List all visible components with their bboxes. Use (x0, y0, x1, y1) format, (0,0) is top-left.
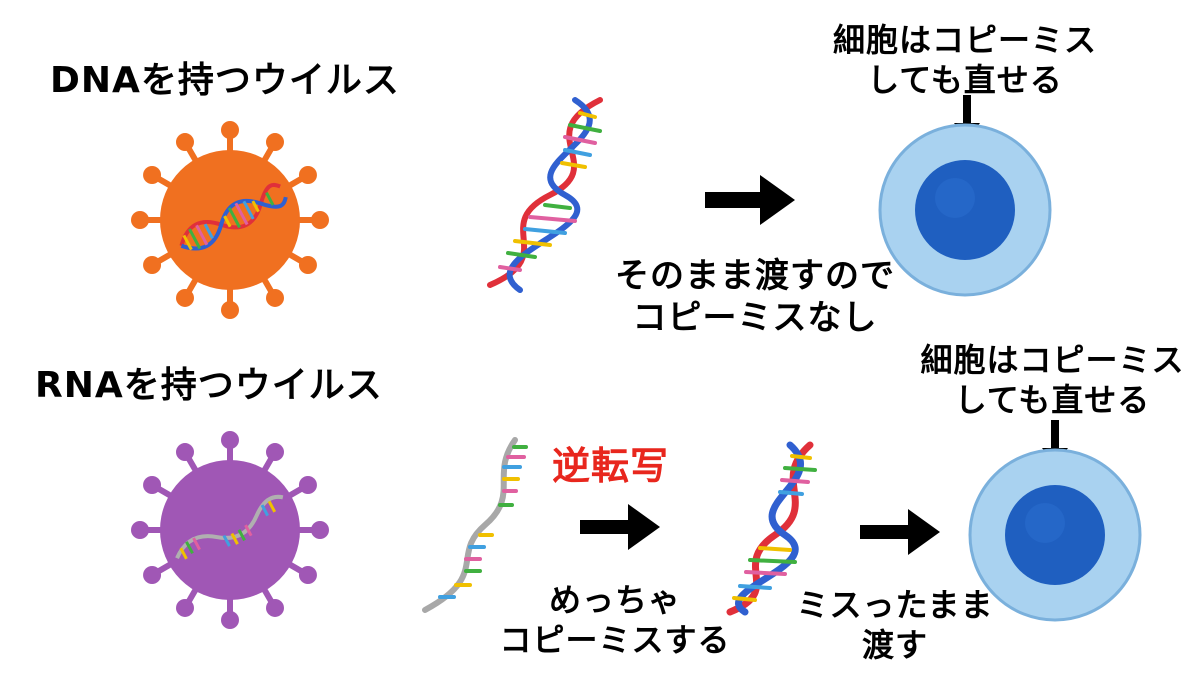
virus-spike-tip (176, 443, 194, 462)
rna-virus-title: RNAを持つウイルス (35, 365, 383, 406)
virus-spike-tip (298, 256, 317, 274)
dna-virus-title: DNAを持つウイルス (50, 60, 400, 101)
rna-cell-note-line2: しても直せる (954, 381, 1151, 419)
mutated-dna-helix-icon (726, 441, 817, 616)
virus-dna-helix (179, 182, 288, 251)
mistake-caption-line2: 渡す (861, 626, 928, 664)
cell-icon (878, 123, 1052, 297)
virus-spike-tip (143, 166, 162, 184)
dna-caption-line2: コピーミスなし (632, 298, 878, 338)
dna-virus-icon (131, 121, 329, 319)
virus-spike-tip (221, 121, 239, 139)
dna-cell-note-line1: 細胞はコピーミス (832, 21, 1097, 59)
rna-cell-note-line1: 細胞はコピーミス (920, 341, 1185, 379)
cell-icon (968, 448, 1142, 622)
dna-helix-icon (487, 97, 603, 293)
dna-helix (487, 97, 603, 293)
virus-spike-tip (221, 301, 239, 319)
arrow-right-icon (860, 509, 940, 555)
virus-spike-tip (143, 256, 162, 274)
mistake-caption-line1: ミスったまま (796, 586, 994, 624)
virus-spike-tip (221, 611, 239, 629)
virus-spike-tip (266, 288, 284, 307)
dna-cell-note: 細胞はコピーミス しても直せる (815, 20, 1115, 100)
virus-spike-tip (311, 521, 329, 539)
rna-caption: めっちゃ コピーミスする (495, 580, 735, 660)
virus-spike-tip (266, 133, 284, 152)
rna-strand-icon (422, 437, 528, 613)
virus-spike-tip (298, 476, 317, 494)
virus-spike-tip (176, 288, 194, 307)
rna-virus-icon (131, 431, 329, 629)
arrow-right-icon (705, 175, 795, 225)
virus-body (160, 150, 300, 290)
rna-caption-line1: めっちゃ (548, 581, 681, 619)
virus-rna-strand (175, 494, 284, 560)
rna-caption-line2: コピーミスする (499, 621, 731, 659)
virus-body (160, 460, 300, 600)
reverse-transcription-label: 逆転写 (552, 444, 670, 488)
virus-spike-tip (311, 211, 329, 229)
virus-spike-tip (298, 566, 317, 584)
dna-caption-line1: そのまま渡すので (615, 256, 895, 296)
virus-spike-tip (298, 166, 317, 184)
rna-cell-note: 細胞はコピーミス しても直せる (905, 340, 1200, 420)
virus-spike-tip (143, 566, 162, 584)
arrow-right-icon (580, 504, 660, 550)
dna-cell-note-line2: しても直せる (867, 61, 1063, 99)
dna-caption: そのまま渡すので コピーミスなし (610, 255, 900, 339)
virus-spike-tip (143, 476, 162, 494)
virus-spike-tip (176, 133, 194, 152)
virus-spike-tip (266, 443, 284, 462)
virus-spike-tip (221, 431, 239, 449)
virus-spike-tip (176, 598, 194, 617)
virus-spike-tip (266, 598, 284, 617)
virus-spike-tip (131, 211, 149, 229)
virus-spike-tip (131, 521, 149, 539)
mistake-caption: ミスったまま 渡す (790, 585, 1000, 665)
